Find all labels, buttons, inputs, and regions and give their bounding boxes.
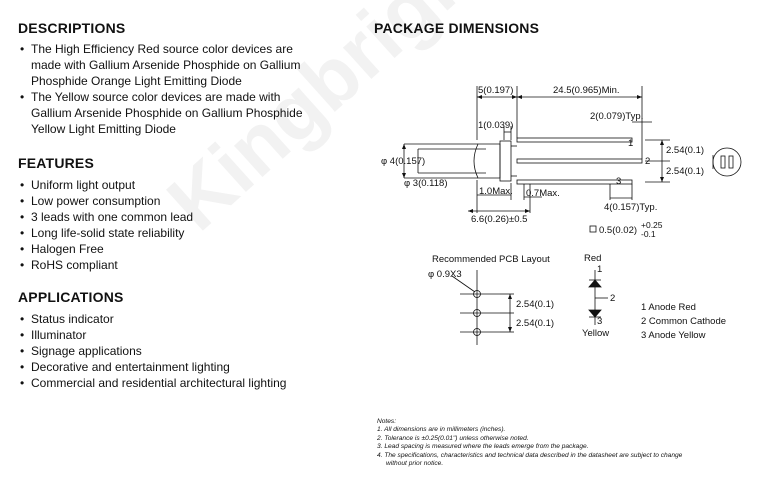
dim-tol-plus: +0.25 bbox=[641, 220, 663, 230]
descriptions-list: The High Efficiency Red source color dev… bbox=[20, 41, 320, 137]
pcb-pitch-2: 2.54(0.1) bbox=[516, 318, 554, 329]
yellow-diode-icon bbox=[588, 309, 602, 318]
descriptions-title: DESCRIPTIONS bbox=[18, 20, 126, 36]
applications-title: APPLICATIONS bbox=[18, 289, 124, 305]
feature-item: Halogen Free bbox=[20, 241, 340, 257]
dim-1: 1(0.039) bbox=[478, 120, 513, 131]
dim-24-5: 24.5(0.965)Min. bbox=[553, 85, 620, 96]
pcb-pitch-1: 2.54(0.1) bbox=[516, 299, 554, 310]
led-flange bbox=[499, 140, 512, 182]
dim-pitch-a: 2.54(0.1) bbox=[666, 145, 704, 156]
note-item: 3. Lead spacing is measured where the le… bbox=[377, 443, 589, 451]
features-list: Uniform light output Low power consumpti… bbox=[20, 177, 340, 273]
description-item: The High Efficiency Red source color dev… bbox=[20, 41, 320, 89]
dim-0-5: 0.5(0.02) bbox=[599, 225, 637, 236]
dim-6-6: 6.6(0.26)±0.5 bbox=[471, 214, 527, 225]
note-item: 1. All dimensions are in millimeters (in… bbox=[377, 426, 506, 434]
pcb-hole-2 bbox=[473, 309, 481, 317]
pcb-title: Recommended PCB Layout bbox=[432, 254, 550, 265]
pcb-hole-1 bbox=[473, 290, 481, 298]
feature-item: Low power consumption bbox=[20, 193, 340, 209]
feature-item: Long life-solid state reliability bbox=[20, 225, 340, 241]
pcb-hole-3 bbox=[473, 328, 481, 336]
pin-label-1: 1 bbox=[628, 138, 633, 149]
pcb-hole-size: φ 0.9X3 bbox=[428, 269, 462, 280]
note-item: 4. The specifications, characteristics a… bbox=[377, 451, 683, 459]
dim-0-7-max: 0.7Max. bbox=[526, 188, 560, 199]
circuit-yellow-label: Yellow bbox=[582, 328, 609, 339]
dim-phi-3: φ 3(0.118) bbox=[404, 178, 447, 189]
pin-legend-3: 3 Anode Yellow bbox=[641, 330, 706, 341]
dim-phi-4: φ 4(0.157) bbox=[381, 156, 425, 167]
dim-5: 5(0.197) bbox=[478, 85, 513, 96]
dim-4-typ: 4(0.157)Typ. bbox=[604, 202, 657, 213]
pin-label-3: 3 bbox=[616, 176, 621, 187]
end-view-outline bbox=[712, 147, 742, 177]
pin-label-2: 2 bbox=[645, 156, 650, 167]
note-item: without prior notice. bbox=[386, 460, 444, 468]
feature-item: Uniform light output bbox=[20, 177, 340, 193]
note-item: 2. Tolerance is ±0.25(0.01") unless othe… bbox=[377, 434, 529, 442]
circuit-pin-1: 1 bbox=[597, 264, 602, 275]
applications-list: Status indicator Illuminator Signage app… bbox=[20, 311, 360, 391]
red-diode-icon bbox=[588, 279, 602, 288]
description-item: The Yellow source color devices are made… bbox=[20, 89, 320, 137]
package-title: PACKAGE DIMENSIONS bbox=[374, 20, 540, 36]
feature-item: 3 leads with one common lead bbox=[20, 209, 340, 225]
circuit-pin-2: 2 bbox=[610, 293, 615, 304]
application-item: Signage applications bbox=[20, 343, 360, 359]
application-item: Illuminator bbox=[20, 327, 360, 343]
application-item: Status indicator bbox=[20, 311, 360, 327]
feature-item: RoHS compliant bbox=[20, 257, 340, 273]
dim-pitch-b: 2.54(0.1) bbox=[666, 166, 704, 177]
notes: Notes: 1. All dimensions are in millimet… bbox=[377, 418, 682, 468]
features-title: FEATURES bbox=[18, 155, 95, 171]
lead-3 bbox=[516, 179, 633, 185]
lead-2 bbox=[516, 158, 643, 164]
notes-title: Notes: bbox=[377, 418, 397, 425]
dim-2-typ: 2(0.079)Typ. bbox=[590, 111, 643, 122]
circuit-pin-3: 3 bbox=[597, 316, 602, 327]
lead-1 bbox=[516, 137, 633, 143]
application-item: Commercial and residential architectural… bbox=[20, 375, 360, 391]
pin-legend-1: 1 Anode Red bbox=[641, 302, 696, 313]
dim-tol-minus: -0.1 bbox=[641, 229, 656, 239]
pin-legend-2: 2 Common Cathode bbox=[641, 316, 726, 327]
application-item: Decorative and entertainment lighting bbox=[20, 359, 360, 375]
dim-1-max: 1.0Max. bbox=[479, 186, 513, 197]
circuit-red-label: Red bbox=[584, 253, 601, 264]
